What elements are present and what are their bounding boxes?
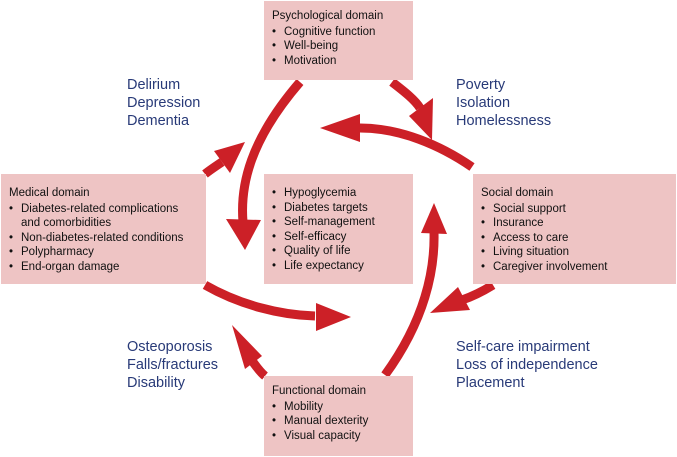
arrowhead-social-to-functional — [430, 287, 470, 313]
label-line: Disability — [127, 375, 186, 391]
list-item: Caregiver involvement — [481, 260, 668, 275]
arrow-social-to-functional — [460, 281, 496, 305]
social-domain-box: Social domain Social support Insurance A… — [473, 174, 676, 284]
list-item: Social support — [481, 202, 668, 217]
functional-domain-box: Functional domain Mobility Manual dexter… — [264, 376, 413, 456]
arrow-psych-to-social — [389, 78, 424, 111]
list-item: Living situation — [481, 245, 668, 260]
list-item: End-organ damage — [9, 260, 198, 275]
outcomes-box: Hypoglycemia Diabetes targets Self-manag… — [264, 174, 413, 284]
list-item: Visual capacity — [272, 429, 405, 444]
arrowhead-medical-to-outcomes — [316, 303, 351, 331]
social-domain-list: Social support Insurance Access to care … — [481, 202, 668, 275]
medical-domain-box: Medical domain Diabetes-related complica… — [1, 174, 206, 284]
list-item: Insurance — [481, 216, 668, 231]
list-item: Non-diabetes-related conditions — [9, 231, 198, 246]
label-top-left: Delirium Depression Dementia — [127, 76, 200, 130]
list-item: Motivation — [272, 54, 405, 69]
label-bottom-right: Self-care impairment Loss of independenc… — [456, 338, 598, 392]
arrowhead-psych-to-social — [409, 98, 433, 140]
list-item-continuation: and comorbidities — [21, 217, 112, 229]
arrowhead-functional-to-medical — [232, 325, 262, 369]
label-line: Poverty — [456, 77, 506, 93]
psychological-domain-box: Psychological domain Cognitive function … — [264, 1, 413, 80]
arrow-medical-to-psych — [202, 158, 225, 178]
label-line: Depression — [127, 95, 201, 111]
list-item: Life expectancy — [272, 259, 405, 274]
label-line: Self-care impairment — [456, 339, 590, 355]
list-item: Cognitive function — [272, 25, 405, 40]
arrow-social-to-outcomes — [359, 123, 475, 171]
list-item: Self-management — [272, 215, 405, 230]
label-line: Falls/fractures — [127, 357, 219, 373]
label-line: Dementia — [127, 113, 190, 129]
outcomes-list: Hypoglycemia Diabetes targets Self-manag… — [272, 186, 405, 273]
arrow-functional-to-outcomes — [381, 231, 439, 378]
arrow-psych-to-outcomes — [238, 79, 304, 223]
arrow-medical-to-outcomes — [202, 281, 316, 321]
list-item: Access to care — [481, 231, 668, 246]
arrowhead-functional-to-outcomes — [421, 203, 447, 234]
arrowhead-medical-to-psych — [214, 142, 245, 173]
list-item: Diabetes targets — [272, 201, 405, 216]
label-line: Osteoporosis — [127, 339, 213, 355]
list-item: Quality of life — [272, 244, 405, 259]
label-line: Loss of independence — [456, 357, 598, 373]
psychological-domain-list: Cognitive function Well-being Motivation — [272, 25, 405, 69]
label-line: Delirium — [127, 77, 181, 93]
functional-domain-title: Functional domain — [272, 385, 366, 397]
list-item: Hypoglycemia — [272, 186, 405, 201]
label-top-right: Poverty Isolation Homelessness — [456, 76, 551, 130]
list-item: Mobility — [272, 400, 405, 415]
list-item: Polypharmacy — [9, 245, 198, 260]
medical-domain-title: Medical domain — [9, 187, 90, 199]
social-domain-title: Social domain — [481, 187, 554, 199]
medical-domain-list: Diabetes-related complications and comor… — [9, 202, 198, 275]
psychological-domain-title: Psychological domain — [272, 10, 384, 22]
arrowhead-social-to-outcomes — [320, 114, 360, 142]
functional-domain-list: Mobility Manual dexterity Visual capacit… — [272, 400, 405, 444]
list-item: Diabetes-related complications — [9, 202, 198, 217]
list-item: Manual dexterity — [272, 414, 405, 429]
list-item: Well-being — [272, 39, 405, 54]
label-line: Homelessness — [456, 113, 552, 129]
label-bottom-left: Osteoporosis Falls/fractures Disability — [127, 338, 218, 392]
arrowhead-psych-to-outcomes — [226, 219, 261, 250]
label-line: Placement — [456, 375, 525, 391]
label-line: Isolation — [456, 95, 511, 111]
arrow-functional-to-medical — [249, 359, 268, 380]
list-item: Self-efficacy — [272, 230, 405, 245]
